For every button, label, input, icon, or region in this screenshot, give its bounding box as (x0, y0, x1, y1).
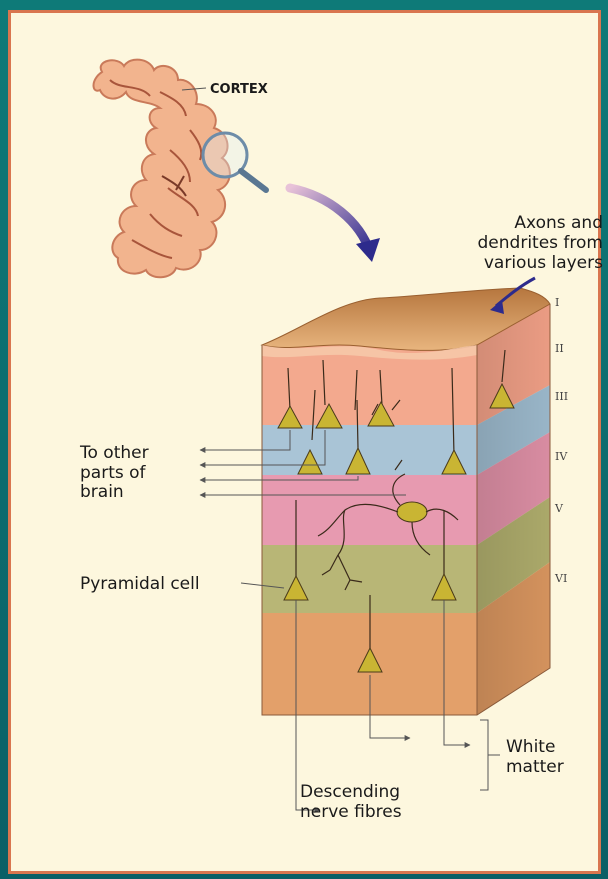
zoom-arrowhead (356, 238, 380, 262)
layer-label-VI: VI (554, 572, 567, 585)
cortex-label: CORTEX (210, 82, 268, 97)
to-other-label-line3: brain (80, 482, 124, 502)
white-matter-label-line2: matter (506, 757, 564, 777)
white-matter-bracket (480, 720, 500, 790)
layer-label-I: I (555, 296, 559, 309)
layer-label-IV: IV (555, 450, 568, 463)
axons-label-line1: Axons and (514, 213, 603, 233)
to-other-label-line2: parts of (80, 463, 147, 483)
layer-label-II: II (555, 342, 564, 355)
cortex-block (262, 288, 550, 715)
axons-label-line3: various layers (484, 253, 603, 273)
layer-label-V: V (554, 502, 564, 515)
layer-label-III: III (555, 390, 568, 403)
white-matter-label-line1: White (506, 737, 555, 757)
zoom-arrow (290, 188, 370, 252)
to-other-label-line1: To other (79, 443, 149, 463)
layer-V-front (262, 475, 477, 545)
descending-label-line2: nerve fibres (300, 802, 402, 822)
pyramidal-cell-label: Pyramidal cell (80, 574, 200, 594)
axons-label-line2: dendrites from (478, 233, 603, 253)
descending-label-line1: Descending (300, 782, 400, 802)
